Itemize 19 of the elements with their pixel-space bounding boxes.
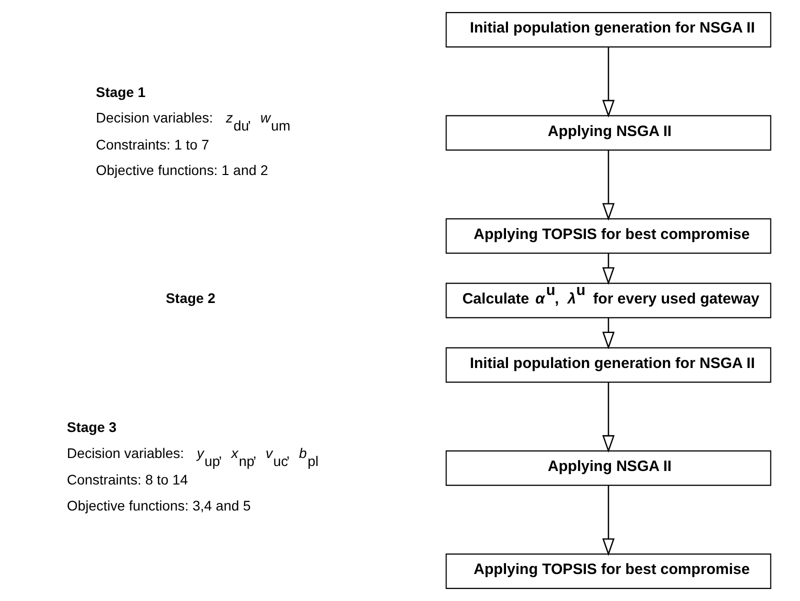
label: Constraints: 1 to 7: [96, 136, 210, 152]
node-box: Applying NSGA II: [446, 450, 772, 486]
label: Objective functions: 3,4 and 5: [66, 497, 251, 514]
node-box: Initial population generation for NSGA II: [446, 12, 772, 48]
arrow: [602, 318, 615, 350]
arrow: [602, 253, 615, 285]
label: Stage 3: [66, 419, 117, 436]
node-box: Initial population generation for NSGA II: [446, 347, 772, 383]
arrow: [602, 150, 615, 221]
arrow: [602, 485, 615, 556]
arrow: [602, 47, 615, 118]
label: Constraints: 8 to 14: [66, 472, 188, 488]
label: Stage 2: [166, 290, 216, 306]
arrow: [602, 382, 615, 453]
label: Stage 1: [96, 84, 146, 100]
node-box: Applying TOPSIS for best compromise: [446, 218, 772, 254]
label: Objective functions: 1 and 2: [96, 162, 268, 178]
node-box: Applying TOPSIS for best compromise: [446, 554, 772, 589]
node-box: Applying NSGA II: [446, 115, 772, 151]
